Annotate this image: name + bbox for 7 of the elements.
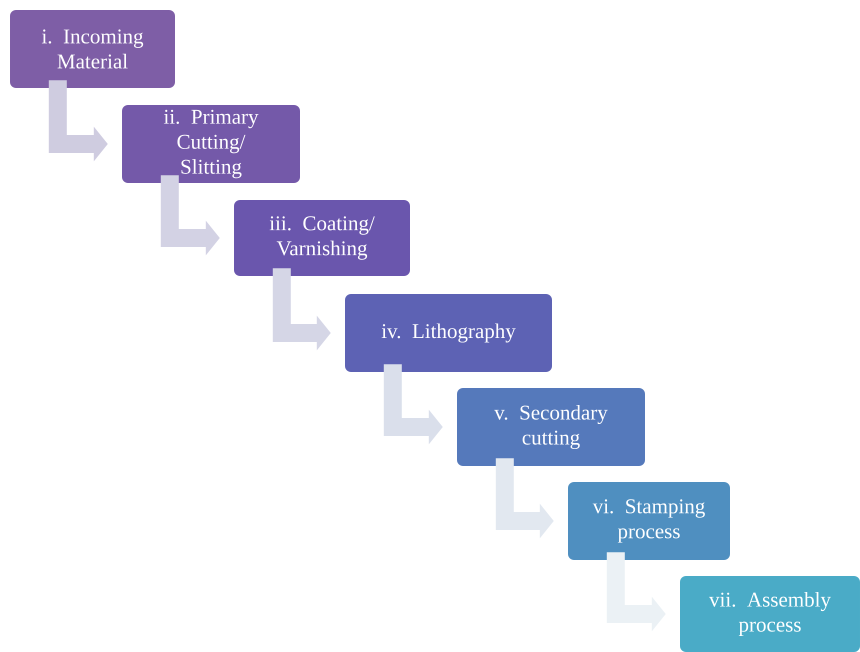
process-box: v. Secondary cutting xyxy=(457,388,645,466)
process-box: i. Incoming Material xyxy=(10,10,175,88)
process-box: iii. Coating/ Varnishing xyxy=(234,200,410,276)
process-box: ii. Primary Cutting/ Slitting xyxy=(122,105,300,183)
process-box: iv. Lithography xyxy=(345,294,552,372)
process-box: vi. Stamping process xyxy=(568,482,730,560)
process-box: vii. Assembly process xyxy=(680,576,860,652)
